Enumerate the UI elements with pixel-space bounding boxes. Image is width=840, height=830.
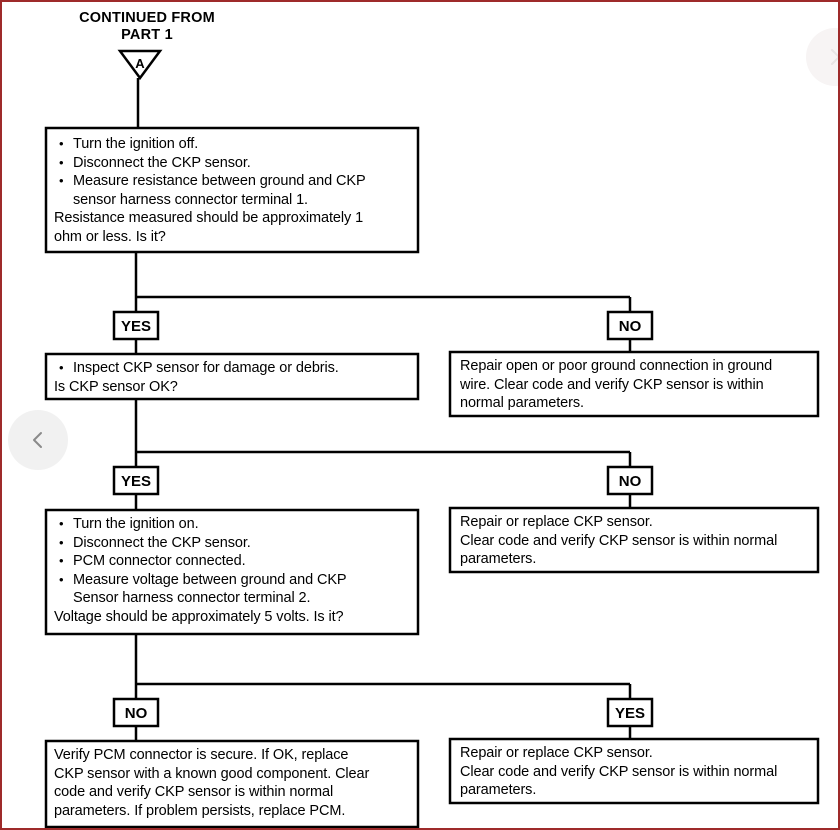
box-text-line: parameters. — [460, 782, 537, 798]
previous-page-button[interactable] — [8, 410, 68, 470]
box-result-replace-sensor-b — [448, 737, 820, 805]
box-text-line: Clear code and verify CKP sensor is with… — [460, 763, 778, 780]
box-text-line: Resistance measured should be approximat… — [54, 210, 364, 226]
box-text-line: code and verify CKP sensor is within nor… — [54, 784, 334, 800]
box-text-line: Verify PCM connector is secure. If OK, r… — [54, 747, 349, 763]
box-text-line: wire. Clear code and verify CKP sensor i… — [460, 376, 764, 393]
header-line-1: CONTINUED FROM — [79, 10, 215, 26]
box-text-line: Turn the ignition on. — [54, 515, 414, 534]
box-text-line: sensor harness connector terminal 1. — [73, 191, 308, 208]
box-step-2-text: Inspect CKP sensor for damage or debris.… — [54, 359, 414, 399]
box-text-line: Inspect CKP sensor for damage or debris. — [54, 359, 414, 378]
box-step-1-text: Turn the ignition off.Disconnect the CKP… — [54, 135, 414, 251]
box-text-line: PCM connector connected. — [54, 552, 414, 571]
box-step-3-text: Turn the ignition on.Disconnect the CKP … — [54, 515, 414, 635]
header-line-2: PART 1 — [121, 27, 173, 43]
box-text-line: CKP sensor with a known good component. … — [54, 765, 370, 782]
connector-letter-a: A — [135, 56, 145, 71]
connector-triangle-a — [117, 49, 163, 81]
box-result-pcm-connector — [44, 739, 420, 828]
box-text-line: Repair open or poor ground connection in… — [460, 358, 773, 374]
box-text-line: Sensor harness connector terminal 2. — [73, 590, 311, 606]
box-text-line: parameters. If problem persists, replace… — [54, 802, 346, 819]
box-text-line: Disconnect the CKP sensor. — [54, 534, 414, 553]
box-result-replace-sensor-a — [448, 506, 820, 574]
chevron-left-icon — [33, 432, 42, 448]
box-result-replace-sensor-a-text: Repair or replace CKP sensor. Clear code … — [460, 514, 778, 567]
branch-label-row1-left-box — [112, 310, 160, 341]
box-text-line: Is CKP sensor OK? — [54, 378, 178, 395]
branch-label-row2-left: YES — [121, 473, 151, 490]
branch-label-row3-right: YES — [615, 705, 645, 722]
box-result-ground-repair — [448, 350, 820, 418]
branch-label-row2-right: NO — [619, 473, 642, 490]
continued-from-header: CONTINUED FROM PART 1 — [79, 10, 215, 43]
branch-label-row1-right-box — [606, 310, 654, 341]
box-text-line: Repair or replace CKP sensor. — [460, 745, 653, 761]
box-result-pcm-connector-text: Verify PCM connector is secure. If OK, r… — [54, 747, 370, 819]
branch-label-row1-left: YES — [121, 318, 151, 335]
box-result-replace-sensor-b-text: Repair or replace CKP sensor. Clear code … — [460, 745, 778, 798]
branch-label-row3-right-box — [606, 697, 654, 728]
box-text-line: Voltage should be approximately 5 volts.… — [54, 608, 344, 625]
box-text-line: Turn the ignition off. — [54, 135, 414, 154]
box-text-line: Measure resistance between ground and CK… — [54, 172, 414, 191]
box-text-line: Disconnect the CKP sensor. — [54, 154, 414, 173]
branch-label-row3-left: NO — [125, 705, 148, 722]
box-result-ground-repair-text: Repair open or poor ground connection in… — [460, 358, 773, 411]
chevron-right-icon — [831, 49, 838, 65]
box-text-line: parameters. — [460, 551, 537, 567]
box-text-line: Repair or replace CKP sensor. — [460, 514, 653, 530]
branch-label-row1-right: NO — [619, 318, 642, 335]
box-text-line: Clear code and verify CKP sensor is with… — [460, 532, 778, 549]
box-text-line: normal parameters. — [460, 395, 584, 411]
box-text-line: Measure voltage between ground and CKP — [54, 571, 414, 590]
box-text-line: ohm or less. Is it? — [54, 228, 166, 245]
